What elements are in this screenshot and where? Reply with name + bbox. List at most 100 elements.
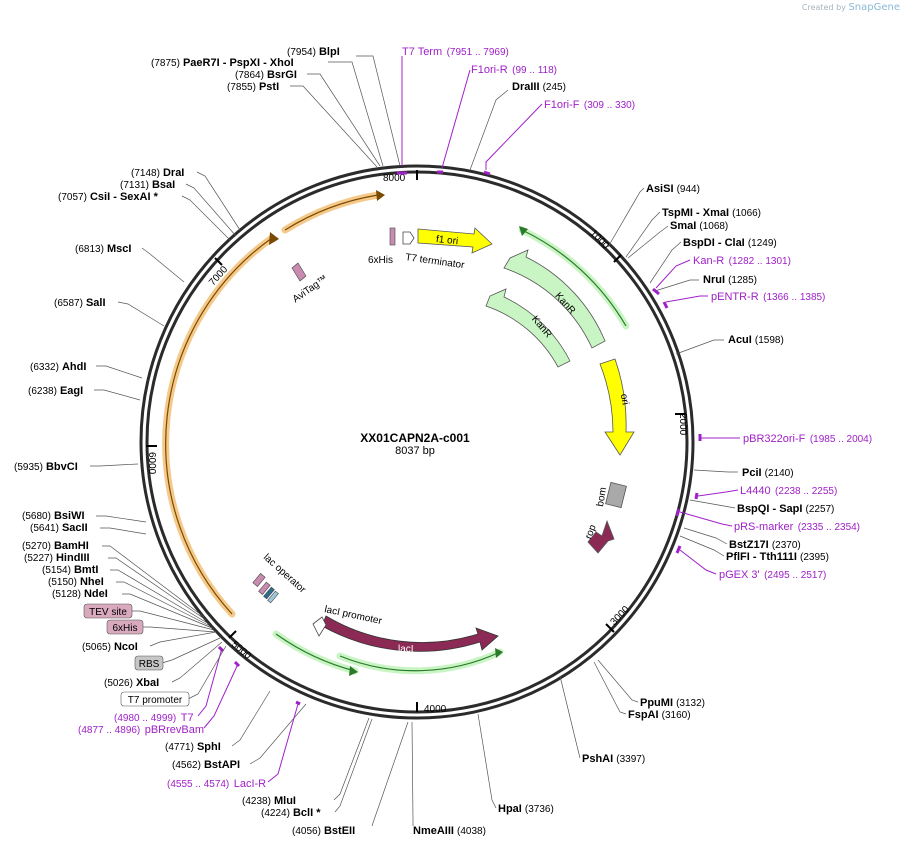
leader-ahdi [96,365,143,379]
orf-green-bottom2-head [495,648,503,658]
enzyme-leaders [90,55,738,827]
leader-l4440 [697,489,739,497]
site-bstapi: (4562) BstAPI [172,759,240,771]
leader-pgex3 [679,549,717,575]
orf-orange-left-line [165,237,273,615]
orf-green-right-line [521,229,627,327]
credit: Created by SnapGene [802,2,900,13]
tick-label-2000: 2000 [677,413,688,436]
leader-pentr-r [665,295,708,303]
credit-brand: SnapGene [848,2,900,13]
primer-f1ori-r: F1ori-R (99 .. 118) [471,60,557,77]
mark-pgex3 [675,545,682,554]
tick-label-4000: 4000 [424,704,447,715]
leader-f1ori-f [485,103,543,170]
orf-orange-top-line [284,194,379,231]
leader-xhoi [328,61,384,167]
leader-psti [290,85,378,168]
box-rbs-label: RBS [139,659,160,670]
primer-pbrrevbam: (4877 .. 4896) pBRrevBam [78,720,204,737]
mark-pbrrevbam [233,660,241,668]
leader-nhei [116,581,211,627]
site-bmti: (5154) BmtI [42,564,98,576]
sixhis-bottom-box [263,586,275,600]
leader-nrui [654,279,699,292]
tick-label-1000: 1000 [588,228,612,252]
leader-kan-r [655,259,691,289]
leader-bsteii [371,721,409,827]
kanr-arrow-1 [503,249,606,349]
orf-green-bottom1-head [349,666,358,676]
leader-tev-site [130,610,215,631]
laci-arrow [321,615,499,652]
leader-drai [196,171,241,231]
leader-sali [117,301,165,327]
leader-6xhis [142,626,217,633]
ori-label: ori [618,393,631,406]
site-sali: (6587) SalI [54,297,106,309]
site-bsrgi: (7864) BsrGI [235,69,297,81]
site-msci: (6813) MscI [75,243,131,255]
site-ndei: (5128) NdeI [52,588,108,600]
site-bspdi: BspDI - ClaI (1249) [683,237,777,249]
leader-t7-promoter [187,645,227,700]
site-hpai: HpaI (3736) [498,803,554,815]
primer-f1ori-f: F1ori-F (309 .. 330) [544,95,635,112]
site-nhei: (5150) NheI [48,576,104,588]
site-xbai: (5026) XbaI [104,677,159,689]
laci-label: lacI [398,644,414,655]
primer-l4440: L4440 (2238 .. 2255) [740,481,837,498]
primer-pgex3: pGEX 3' (2495 .. 2517) [719,565,826,582]
enzyme-labels: (7954) BlpI (7875) PaeR7I - PspXI - XhoI… [14,46,834,837]
site-sphi: (4771) SphI [165,741,221,753]
leader-bspqi [689,499,736,509]
primer-kan-r: Kan-R (1282 .. 1301) [693,251,791,268]
orf-orange-left [162,234,276,618]
f1-ori-arrow [417,227,493,254]
site-drai: (7148) DraI [131,167,184,179]
site-bstz17i: BstZ17I (2370) [729,539,801,551]
site-smai: SmaI (1068) [670,220,728,232]
orf-green-bottom2-line [339,651,501,672]
leader-ppumi [597,659,639,703]
leader-bsiwi [96,515,147,523]
leader-bsai [185,183,237,237]
avitag-label: AviTag™ [291,273,330,305]
mark-prs-marker [675,508,681,517]
leader-bstapi [249,703,307,765]
leader-draiii [469,89,509,171]
leader-bbvci [90,463,139,467]
leader-csii [181,195,231,241]
mark-laci-r [295,700,301,706]
box-t7-promoter-label: T7 promoter [128,695,183,706]
mark-l4440 [694,492,699,500]
leader-pflfi [679,535,725,557]
primer-pentr-r: pENTR-R (1366 .. 1385) [711,287,825,304]
site-ncoi: (5065) NcoI [82,641,138,653]
avitag-box [291,262,307,282]
site-paer7i: (7875) PaeR7I - PspXI - XhoI [151,57,294,69]
primer-pbr322ori-f: pBR322ori-F (1985 .. 2004) [743,429,872,446]
orf-green-bottom1 [272,630,359,675]
leader-prs-marker [679,511,733,527]
leader-nmeaiii [411,721,414,826]
leader-pbrrevbam [203,663,239,729]
site-mlui: (4238) MluI [242,795,296,807]
leader-bsrgi [307,73,381,167]
box-tev-site-label: TEV site [89,607,127,618]
site-bsteii: (4056) BstEII [292,825,355,837]
leader-blpi [356,55,401,167]
leader-tspmi [625,211,661,258]
leader-hpai [477,713,497,809]
tick-label-5000: 5000 [229,639,253,662]
site-pcii: PciI (2140) [742,467,794,479]
site-nrui: NruI (1285) [703,274,757,286]
mark-f1ori-f [483,170,491,176]
tick-label-6000: 6000 [146,452,157,475]
orf-green-bottom1-line [275,633,356,672]
leader-bspdi [649,241,682,284]
leader-f1ori-r [441,69,471,169]
mark-t7 [217,645,225,653]
t7-terminator-arrow [402,231,415,245]
